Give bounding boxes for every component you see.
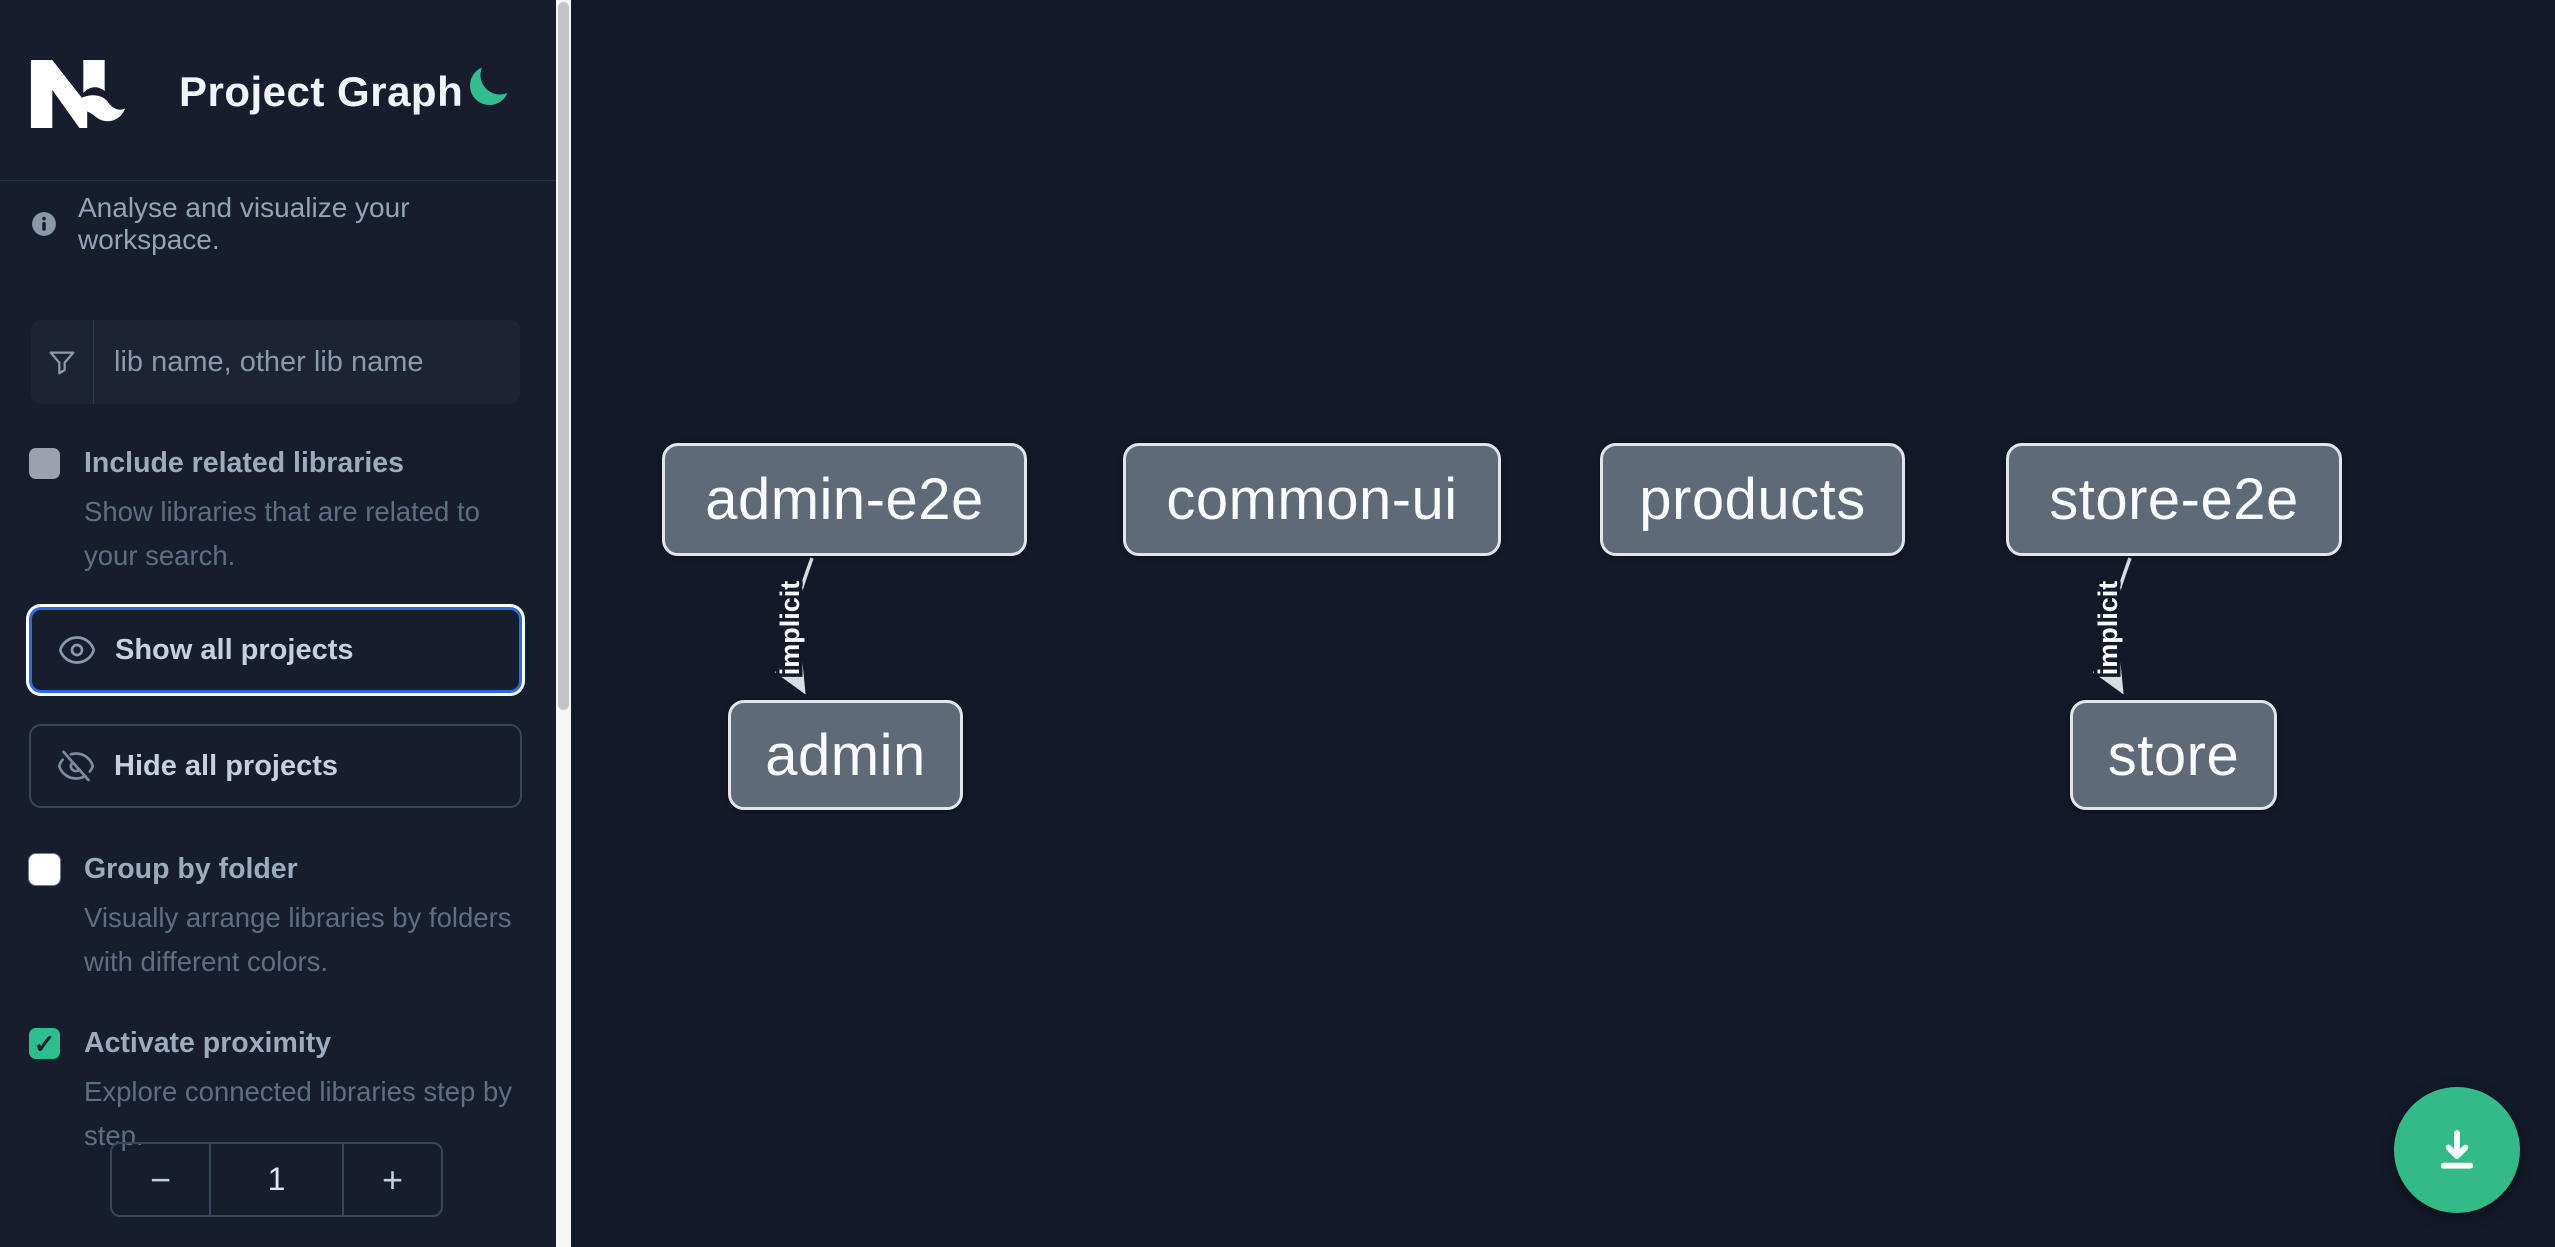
- include-related-label[interactable]: Include related libraries: [84, 447, 404, 479]
- activate-proximity-description: Explore connected libraries step by step…: [84, 1076, 513, 1151]
- download-icon: [2440, 1130, 2474, 1169]
- search-input[interactable]: [94, 320, 520, 404]
- activate-proximity-checkbox[interactable]: ✓: [29, 1028, 60, 1059]
- hide-all-projects-label: Hide all projects: [114, 749, 339, 782]
- moon-icon: [470, 66, 508, 105]
- include-related-checkbox[interactable]: [29, 448, 60, 479]
- proximity-decrement-button[interactable]: −: [112, 1144, 209, 1215]
- edge-label-implicit: implicit: [775, 581, 805, 676]
- info-icon: [32, 212, 56, 236]
- proximity-increment-button[interactable]: +: [344, 1144, 441, 1215]
- nx-logo-icon: [30, 60, 126, 128]
- project-node-admin[interactable]: admin: [728, 700, 963, 810]
- project-node-store-e2e[interactable]: store-e2e: [2006, 443, 2342, 556]
- node-label: admin: [765, 722, 926, 788]
- activate-proximity-setting: ✓ Activate proximity Explore connected l…: [29, 1026, 532, 1158]
- project-graph-canvas[interactable]: implicit implicit admin-e2e common-ui pr…: [571, 0, 2555, 1247]
- page-title: Project Graph: [179, 68, 464, 115]
- node-label: store-e2e: [2049, 467, 2299, 532]
- proximity-depth-stepper: − 1 +: [110, 1142, 443, 1217]
- edge-label-implicit: implicit: [2093, 581, 2123, 676]
- sidebar: Project Graph Analyse and visualize your…: [0, 0, 571, 1247]
- node-label: admin-e2e: [705, 467, 984, 532]
- eye-slash-icon: [57, 750, 95, 782]
- edge-store-e2e-to-store: [2092, 557, 2132, 695]
- hide-all-projects-button[interactable]: Hide all projects: [29, 724, 522, 808]
- download-graph-button[interactable]: [2394, 1087, 2520, 1213]
- eye-icon: [58, 636, 96, 664]
- node-label: common-ui: [1166, 467, 1458, 532]
- project-node-products[interactable]: products: [1600, 443, 1905, 556]
- group-by-folder-label[interactable]: Group by folder: [84, 853, 298, 885]
- graph-edges: implicit implicit: [772, 557, 2132, 695]
- project-node-common-ui[interactable]: common-ui: [1123, 443, 1501, 556]
- filter-funnel-icon: [31, 320, 94, 404]
- checkmark-icon: ✓: [33, 1028, 56, 1059]
- show-all-projects-label: Show all projects: [115, 633, 354, 666]
- group-by-folder-description: Visually arrange libraries by folders wi…: [84, 902, 512, 977]
- group-by-folder-checkbox[interactable]: [29, 854, 60, 885]
- edge-admin-e2e-to-admin: [774, 557, 814, 695]
- workspace-tagline-row: Analyse and visualize your workspace.: [31, 192, 557, 256]
- activate-proximity-label[interactable]: Activate proximity: [84, 1027, 332, 1059]
- proximity-depth-value: 1: [209, 1144, 344, 1215]
- sidebar-scrollbar-thumb[interactable]: [558, 2, 569, 710]
- project-node-admin-e2e[interactable]: admin-e2e: [662, 443, 1027, 556]
- sidebar-header: Project Graph: [0, 0, 557, 181]
- node-label: store: [2107, 722, 2240, 788]
- group-by-folder-setting: Group by folder Visually arrange librari…: [29, 852, 532, 984]
- theme-toggle-button[interactable]: [462, 62, 514, 114]
- include-related-description: Show libraries that are related to your …: [84, 496, 480, 571]
- search-box: [31, 320, 520, 404]
- node-label: products: [1639, 467, 1866, 532]
- project-node-store[interactable]: store: [2070, 700, 2277, 810]
- include-related-setting: Include related libraries Show libraries…: [29, 446, 532, 578]
- show-all-projects-button[interactable]: Show all projects: [29, 607, 522, 693]
- workspace-tagline: Analyse and visualize your workspace.: [78, 192, 410, 255]
- sidebar-scrollbar[interactable]: [556, 0, 571, 1247]
